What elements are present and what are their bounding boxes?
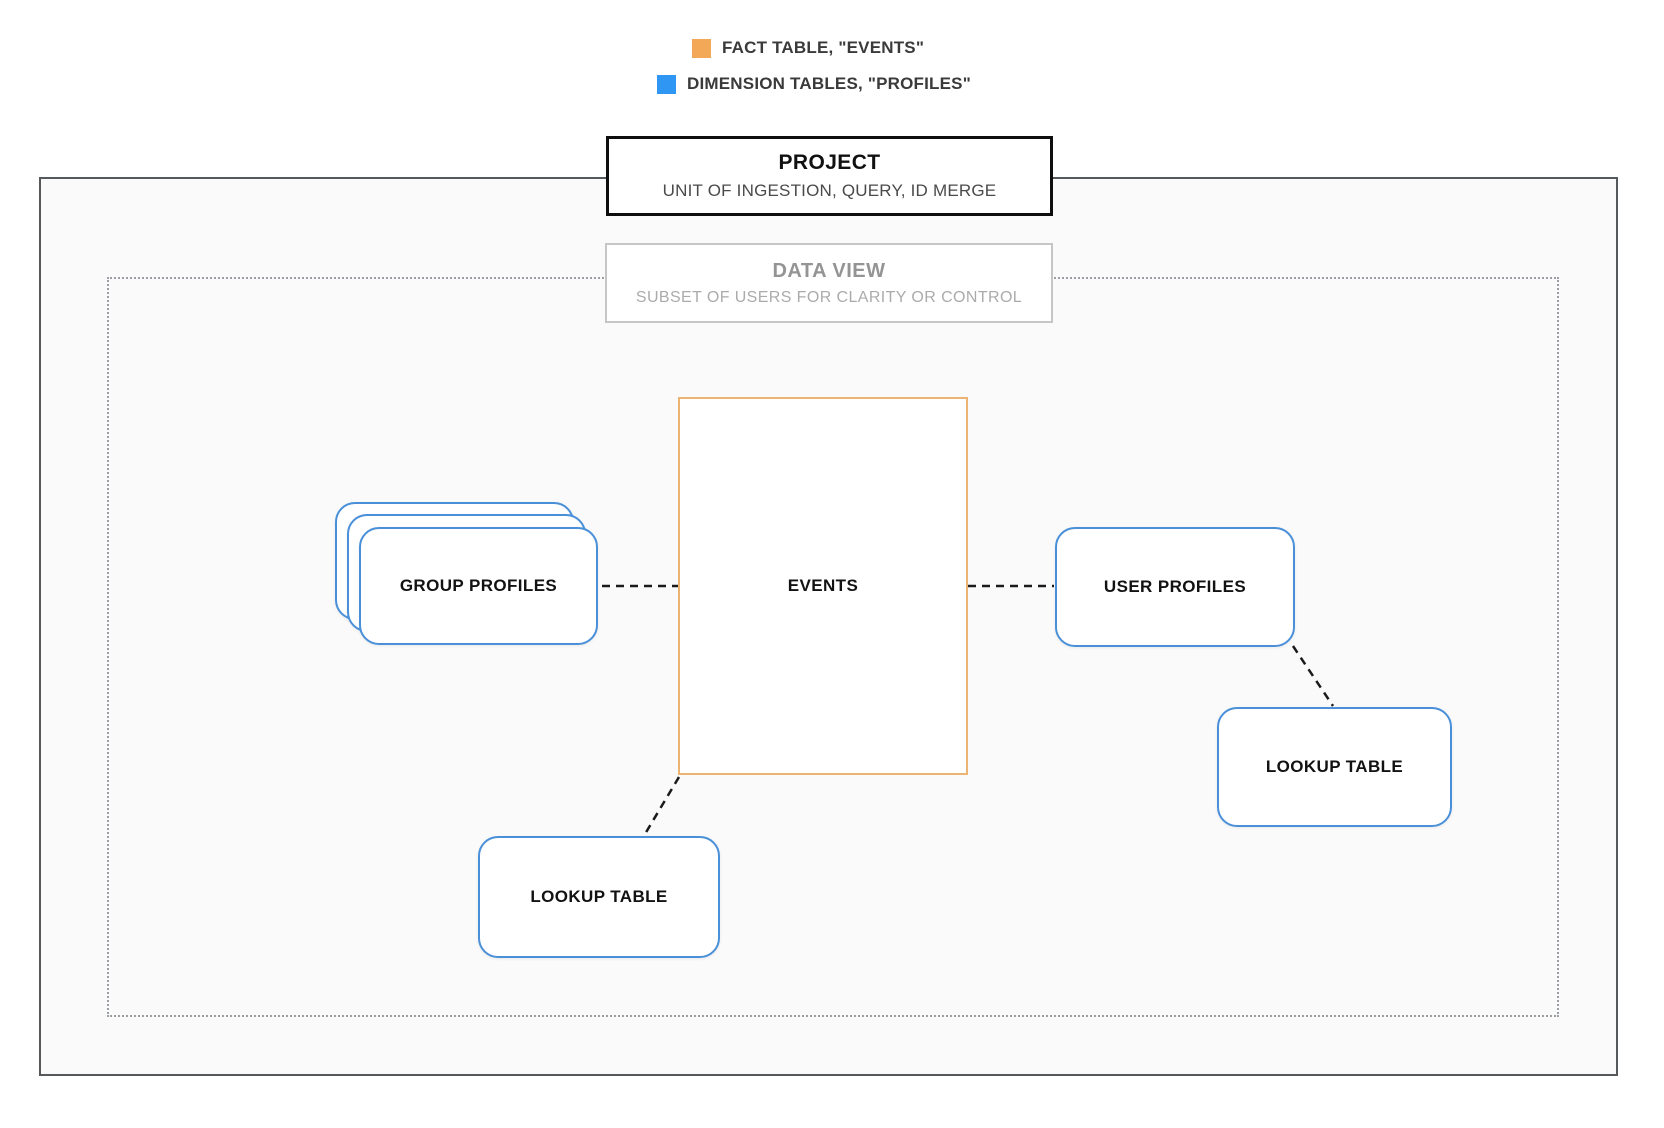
- dimension-tables-swatch-icon: [657, 74, 676, 94]
- lookup-table-right-node: LOOKUP TABLE: [1217, 707, 1452, 827]
- legend-item-dimension-tables: DIMENSION TABLES, "PROFILES": [657, 74, 971, 94]
- project-subtitle: UNIT OF INGESTION, QUERY, ID MERGE: [662, 181, 997, 200]
- legend-item-fact-table: FACT TABLE, "EVENTS": [692, 38, 924, 58]
- data-view-subtitle: SUBSET OF USERS FOR CLARITY OR CONTROL: [635, 288, 1023, 306]
- user-profiles-node: USER PROFILES: [1055, 527, 1295, 647]
- group-profiles-label: GROUP PROFILES: [399, 576, 558, 595]
- events-node: EVENTS: [678, 397, 968, 775]
- connector-events-lookup-bottom: [643, 776, 681, 835]
- lookup-table-right-label: LOOKUP TABLE: [1265, 757, 1404, 776]
- dimension-tables-legend-label: DIMENSION TABLES, "PROFILES": [687, 74, 971, 93]
- project-title: PROJECT: [778, 151, 881, 174]
- connector-user-profiles-lookup-right: [1291, 645, 1335, 707]
- fact-table-legend-label: FACT TABLE, "EVENTS": [722, 38, 925, 57]
- group-profiles-node: GROUP PROFILES: [359, 527, 598, 645]
- lookup-table-bottom-node: LOOKUP TABLE: [478, 836, 720, 958]
- user-profiles-label: USER PROFILES: [1103, 577, 1247, 596]
- lookup-table-bottom-label: LOOKUP TABLE: [530, 887, 668, 906]
- fact-table-swatch-icon: [692, 38, 711, 58]
- data-view-label-box: DATA VIEW SUBSET OF USERS FOR CLARITY OR…: [605, 243, 1053, 323]
- project-label-box: PROJECT UNIT OF INGESTION, QUERY, ID MER…: [606, 136, 1053, 216]
- events-label: EVENTS: [787, 576, 859, 595]
- data-view-title: DATA VIEW: [772, 259, 886, 282]
